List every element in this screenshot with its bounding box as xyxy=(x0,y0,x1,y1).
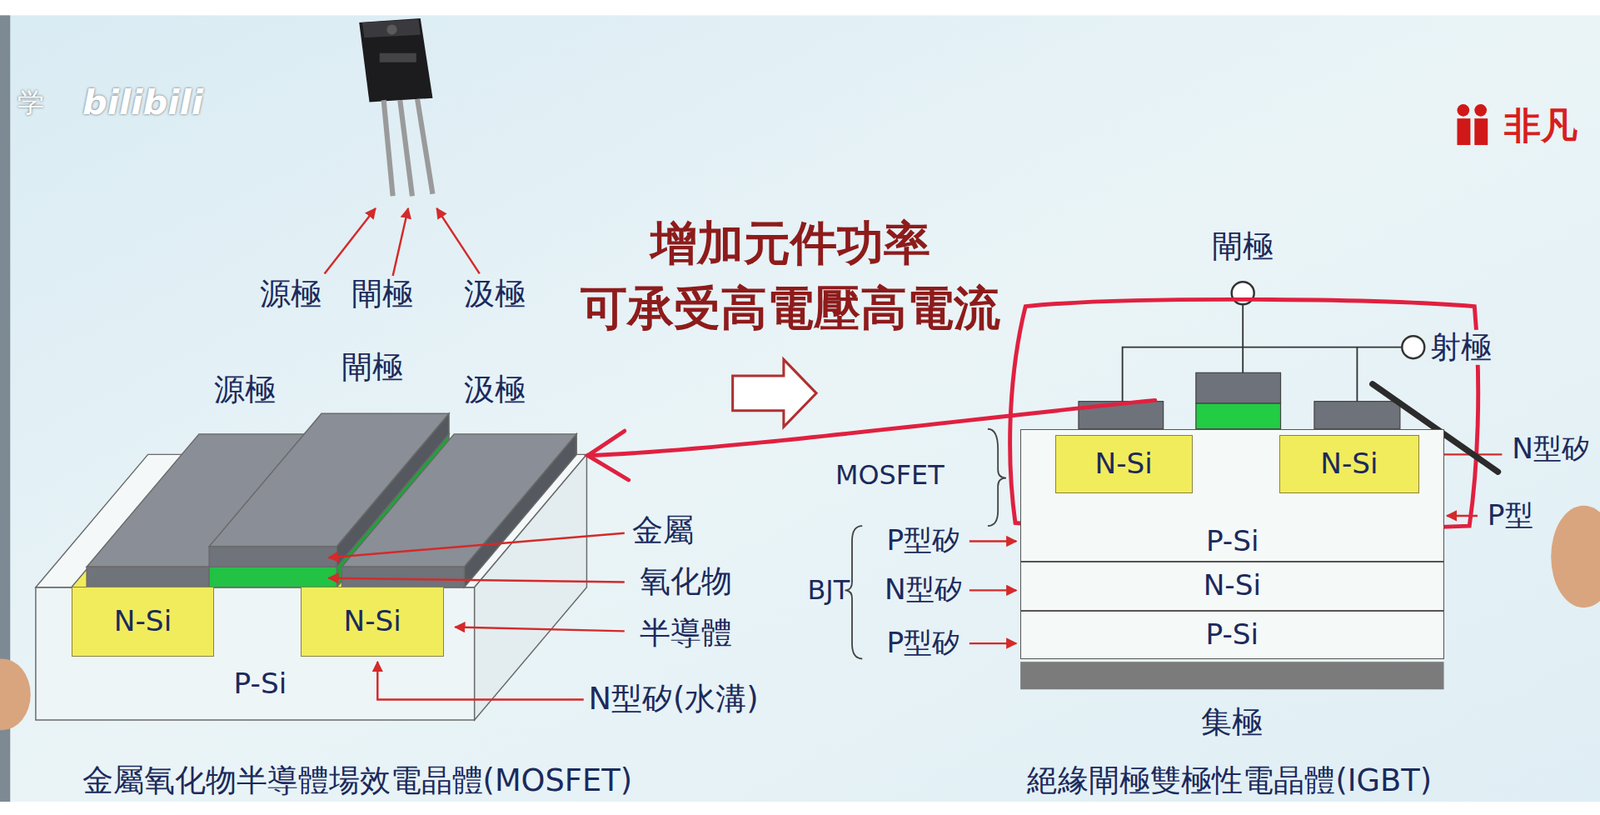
label-text: P型 xyxy=(1487,498,1534,532)
label-text: P型矽 xyxy=(886,524,961,558)
label-text: N型矽(水溝) xyxy=(588,681,758,717)
label-text: 增加元件功率 xyxy=(650,215,931,270)
logo-icon xyxy=(1456,104,1470,117)
layer-label: P-Si xyxy=(1206,618,1260,651)
label-text: 集極 xyxy=(1201,704,1263,740)
callout-arrow xyxy=(436,208,479,274)
substrate-block: P-Si N-Si N-Si xyxy=(35,586,475,719)
hand-drawn-mark xyxy=(588,430,629,480)
pointer-and-hands xyxy=(0,383,1600,730)
transistor-package xyxy=(358,18,433,196)
background xyxy=(0,14,1600,802)
p-layer: P-Si xyxy=(1020,610,1444,660)
igbt-electrodes xyxy=(1314,401,1401,429)
label-text: 源極 xyxy=(259,276,322,312)
label-text: 可承受高電壓高電流 xyxy=(580,281,1001,336)
p-layer: P-Si N-Si N-Si xyxy=(1020,428,1444,562)
n-well: N-Si xyxy=(1279,434,1420,494)
layer-label: N-Si xyxy=(114,605,172,638)
label-text: 非凡 xyxy=(1504,104,1578,147)
label-text: 金屬 xyxy=(632,513,694,549)
leader-arrow xyxy=(328,578,624,583)
logo-icon xyxy=(1456,118,1471,145)
label-text: 汲極 xyxy=(463,372,526,408)
logo-icon xyxy=(1474,118,1488,145)
label-text: 閘極 xyxy=(341,349,404,385)
label-text: 閘極 xyxy=(351,276,414,312)
igbt-electrodes xyxy=(1196,372,1281,404)
terminal-wire xyxy=(1401,335,1425,359)
transistor-package xyxy=(362,19,421,38)
n-layer: N-Si xyxy=(1020,561,1444,611)
transistor-package xyxy=(379,53,417,63)
hollow-arrow xyxy=(732,358,817,427)
layer-arrow xyxy=(969,588,1017,591)
igbt-electrodes xyxy=(1020,661,1444,689)
mosfet-block xyxy=(209,546,337,568)
logo-icon xyxy=(1474,104,1487,117)
leader-arrow xyxy=(328,533,624,558)
pointer-and-hands xyxy=(1550,505,1600,609)
layer-label: P-Si xyxy=(234,667,288,700)
mosfet-block xyxy=(463,433,577,588)
leader-arrow xyxy=(454,626,624,631)
callout-arrow xyxy=(324,208,480,276)
layer-label: N-Si xyxy=(1095,448,1153,480)
layer-label: N-Si xyxy=(343,605,401,638)
layer-label: N-Si xyxy=(1320,448,1378,480)
label-text: bilibili xyxy=(82,82,204,123)
hollow-arrow xyxy=(732,358,817,427)
label-text: N型矽 xyxy=(1511,432,1591,465)
n-well: N-Si xyxy=(300,586,444,656)
logo-icon xyxy=(1456,104,1488,145)
mosfet-block xyxy=(35,413,588,720)
terminal-wire xyxy=(1241,304,1244,373)
label-text: N型矽 xyxy=(884,573,963,606)
layer-label: N-Si xyxy=(1203,569,1262,602)
pointer-and-hands xyxy=(0,657,31,730)
label-text: BJT xyxy=(807,574,850,606)
terminal-wire xyxy=(1356,347,1359,402)
label-text: 氧化物 xyxy=(639,563,733,599)
mosfet-block xyxy=(209,566,337,588)
callout-arrow xyxy=(324,208,376,274)
igbt-electrodes xyxy=(1020,372,1444,689)
layer-arrow xyxy=(1446,514,1478,517)
label-text: 絕緣閘極雙極性電晶體(IGBT) xyxy=(1026,762,1432,798)
label-text: P型矽 xyxy=(886,626,961,659)
bracket xyxy=(987,428,1007,526)
layer-arrow xyxy=(969,642,1017,644)
mosfet-block xyxy=(86,566,210,588)
n-well: N-Si xyxy=(71,586,215,656)
layer-label: P-Si xyxy=(1206,525,1260,558)
n-well: N-Si xyxy=(1055,434,1193,494)
leader-arrow xyxy=(377,661,584,699)
igbt-electrodes xyxy=(1196,403,1281,429)
mosfet-block xyxy=(341,566,464,588)
terminal-wire xyxy=(1122,347,1403,402)
transistor-package xyxy=(386,24,397,35)
label-text: 閘極 xyxy=(1211,229,1274,265)
label-text: MOSFET xyxy=(835,458,945,490)
label-text: 金屬氧化物半導體場效電晶體(MOSFET) xyxy=(82,762,633,798)
label-text: 源極 xyxy=(214,372,276,408)
label-text: 射極 xyxy=(1426,328,1496,364)
layer-arrow xyxy=(969,539,1017,542)
transistor-package xyxy=(383,99,434,196)
label-text: 汲極 xyxy=(463,276,526,312)
label-text: 半導體 xyxy=(639,614,733,650)
callout-arrow xyxy=(393,208,409,276)
transistor-package xyxy=(358,18,433,102)
leader-arrow xyxy=(328,533,624,700)
label-text: 学 xyxy=(17,86,45,118)
